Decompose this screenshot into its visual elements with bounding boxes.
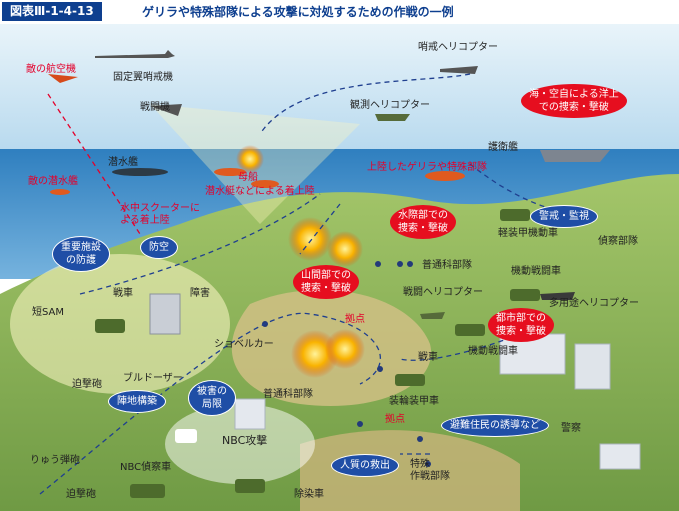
rope-line	[299, 203, 341, 255]
bubble-mountain-search: 山間部での 捜索・撃破	[293, 265, 359, 299]
bubble-sea-air-search: 海・空自による洋上 での捜索・撃破	[521, 84, 627, 118]
label-light-armored-vehicle: 軽装甲機動車	[498, 228, 558, 239]
label-obstacle: 障害	[190, 288, 210, 299]
figure-number: 図表Ⅲ-1-4-13	[2, 2, 102, 21]
label-tank-1: 戦車	[113, 288, 133, 299]
label-enemy-aircraft: 敵の航空機	[26, 64, 76, 75]
label-mortar-2: 迫撃砲	[66, 489, 96, 500]
bubble-key-facility-defense: 重要施設 の防護	[52, 236, 110, 272]
enemy-aircraft-icon	[48, 74, 78, 83]
label-patrol-helicopter: 哨戒ヘリコプター	[418, 42, 498, 53]
figure-header: 図表Ⅲ-1-4-13 ゲリラや特殊部隊による攻撃に対処するための作戦の一例	[0, 0, 679, 24]
label-short-sam: 短SAM	[32, 307, 65, 318]
label-normal-infantry-1: 普通科部隊	[422, 260, 472, 271]
bubble-damage-localization: 被害の 局限	[188, 380, 236, 416]
label-landed-guerrilla: 上陸したゲリラや特殊部隊	[367, 162, 487, 173]
label-nbc-attack: NBC攻撃	[222, 434, 268, 447]
escort-ship-icon	[540, 150, 610, 162]
label-stronghold-1: 拠点	[345, 314, 365, 325]
bubble-waterfront-search: 水際部での 捜索・撃破	[390, 205, 456, 239]
bubble-evacuation-guidance: 避難住民の誘導など	[441, 414, 549, 437]
label-stronghold-2: 拠点	[385, 414, 405, 425]
nbc-dome	[165, 404, 315, 484]
label-observation-helicopter: 観測ヘリコプター	[350, 100, 430, 111]
label-police: 警察	[561, 423, 581, 434]
bubble-alert-surveillance: 警戒・監視	[530, 205, 598, 228]
figure-title: ゲリラや特殊部隊による攻撃に対処するための作戦の一例	[142, 5, 454, 19]
label-recon-unit: 偵察部隊	[598, 236, 638, 247]
label-excavator: ショベルカー	[214, 339, 274, 350]
label-enemy-submarine: 敵の潜水艦	[28, 176, 78, 187]
label-underwater-scooter: 水中スクーターに よる着上陸	[120, 203, 200, 226]
vehicle-icons	[95, 209, 540, 498]
label-bulldozer: ブルドーザー	[123, 373, 183, 384]
label-tank-2: 戦車	[418, 352, 438, 363]
bubble-urban-search: 都市部での 捜索・撃破	[488, 308, 554, 342]
label-flare-shell: りゅう弾砲	[30, 455, 80, 466]
label-maneuver-combat-vehicle-1: 機動戦闘車	[511, 266, 561, 277]
label-fixed-wing-patrol: 固定翼哨戒機	[113, 72, 173, 83]
label-nbc-recon-vehicle: NBC偵察車	[120, 462, 172, 473]
bubble-air-defense: 防空	[140, 236, 178, 259]
label-normal-infantry-2: 普通科部隊	[263, 389, 313, 400]
label-special-ops-group: 特殊 作戦部隊	[410, 459, 450, 482]
label-decontamination-vehicle: 除染車	[294, 489, 324, 500]
label-escort-ship: 護衛艦	[488, 142, 518, 153]
submarine-icon	[112, 168, 168, 176]
label-mortar-1: 迫撃砲	[72, 379, 102, 390]
dirt-area-2	[300, 430, 520, 511]
bubble-position-construction: 陣地構築	[108, 390, 166, 413]
label-combat-helicopter: 戦闘ヘリコプター	[403, 287, 483, 298]
bubble-hostage-rescue: 人質の救出	[331, 454, 399, 477]
label-mother-ship: 母船	[238, 172, 258, 183]
dashed-routes	[39, 73, 601, 495]
aircraft-icons	[95, 50, 575, 319]
label-submarine: 潜水艦	[108, 157, 138, 168]
label-armored-personnel-carrier: 装輪装甲車	[389, 396, 439, 407]
label-utility-helicopter: 多用途ヘリコプター	[549, 298, 639, 309]
label-maneuver-combat-vehicle-2: 機動戦闘車	[468, 346, 518, 357]
label-fighter: 戦闘機	[140, 102, 170, 113]
enemy-boats	[50, 168, 465, 195]
label-small-boat-landing: 潜水艇などによる着上陸	[205, 186, 315, 197]
